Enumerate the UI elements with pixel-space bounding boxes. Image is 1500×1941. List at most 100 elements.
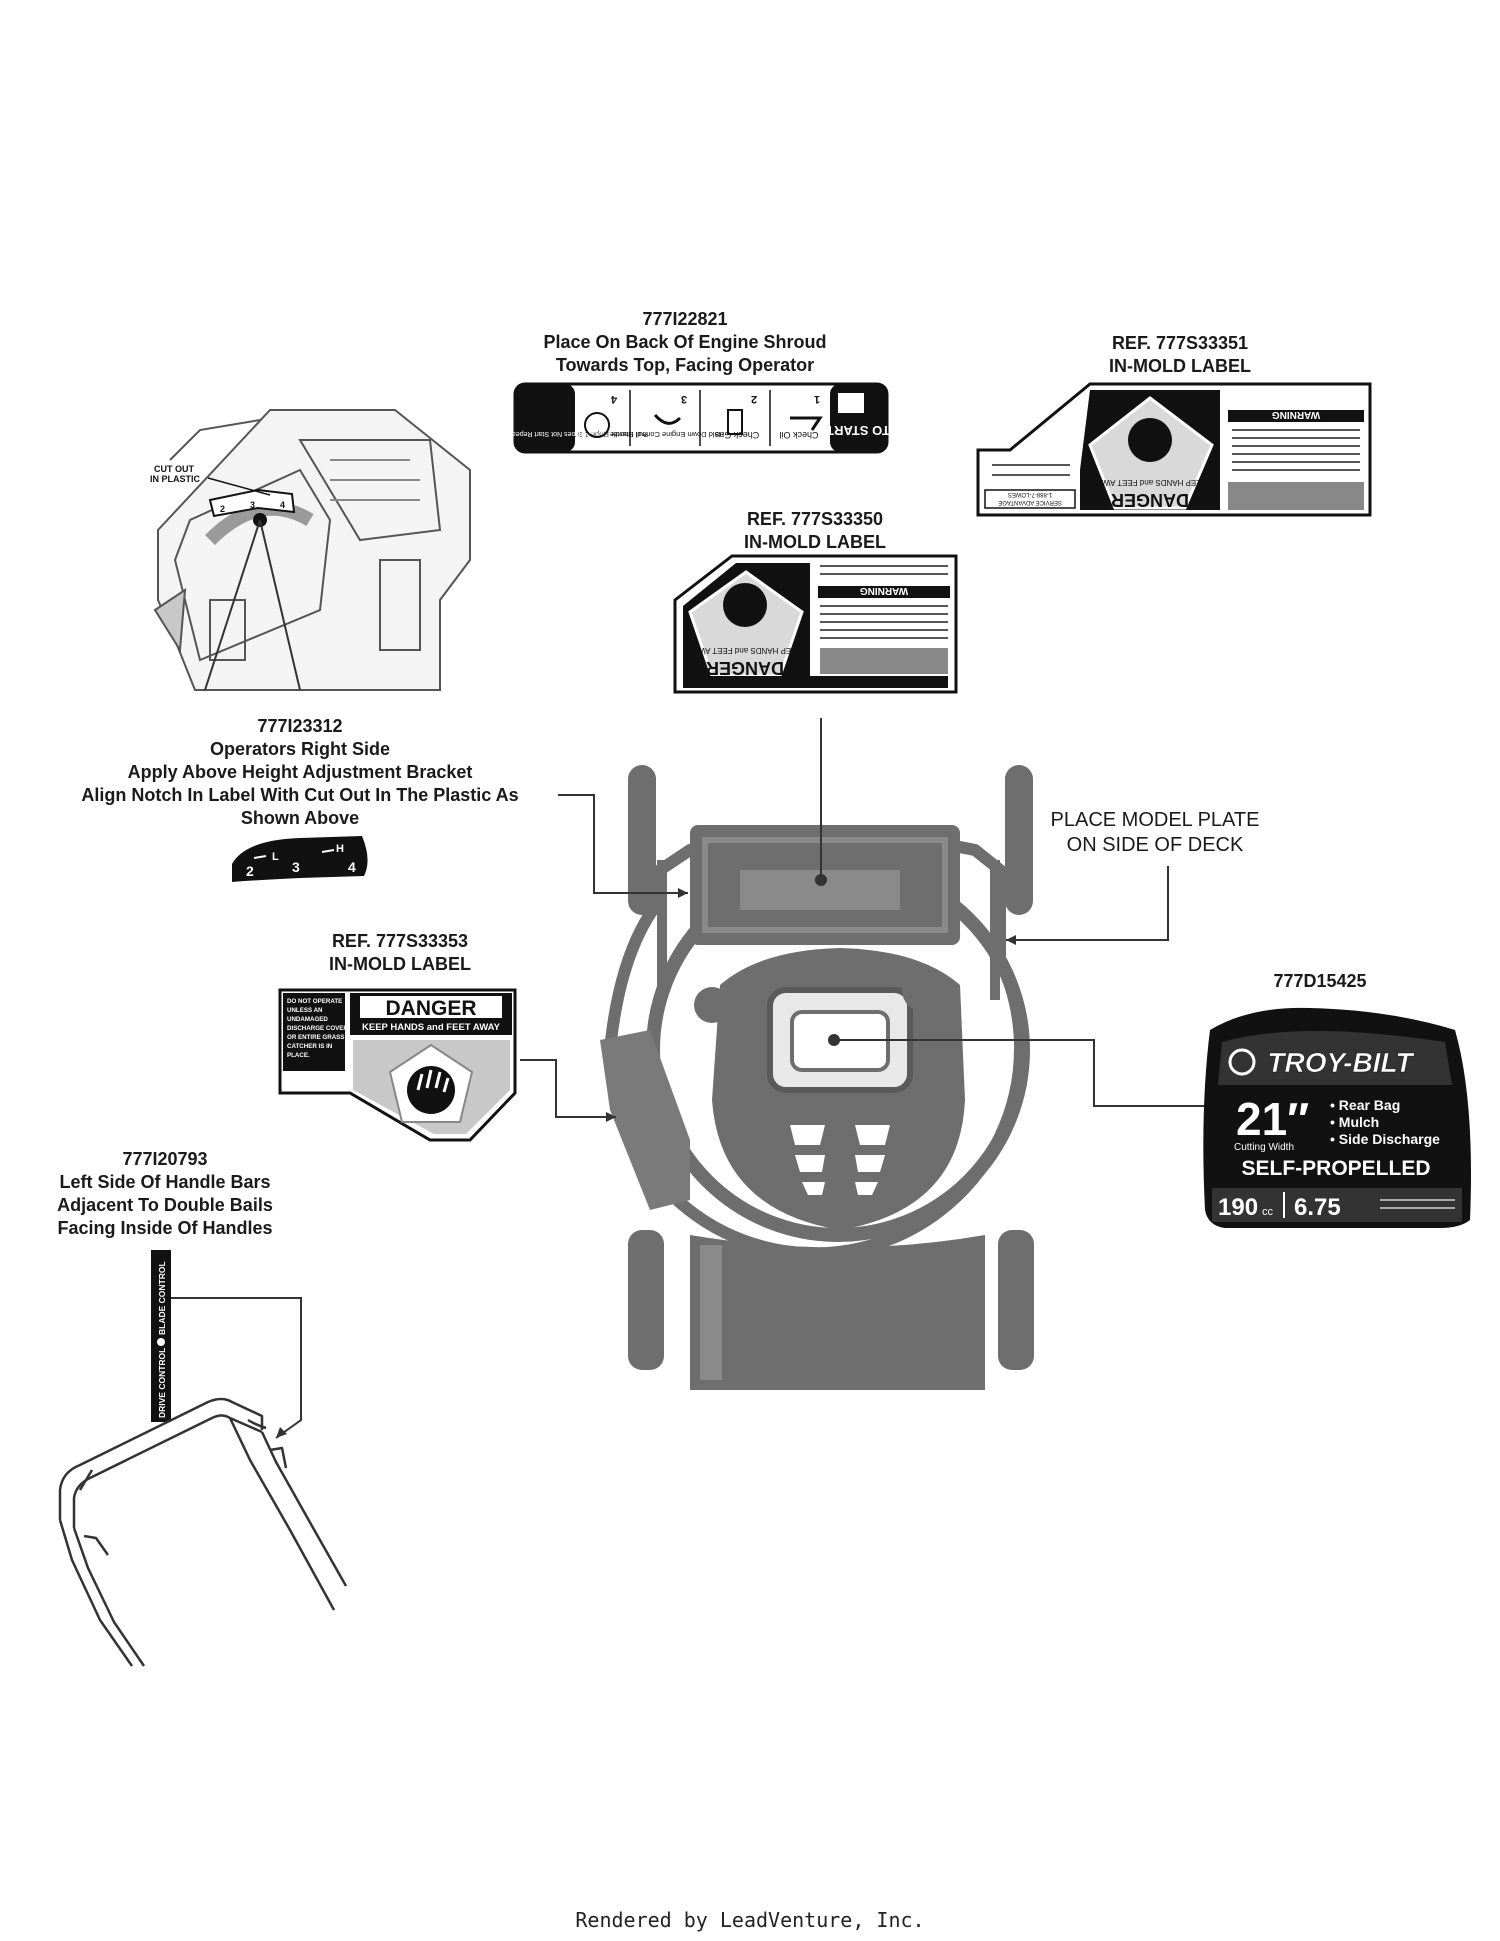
height-number: 2: [246, 863, 254, 879]
leader-line: [834, 1039, 1208, 1107]
warning-heading: WARNING: [860, 585, 909, 596]
danger-heading: DANGER: [385, 997, 476, 1020]
danger-side-text: OR ENTIRE GRASS: [287, 1034, 344, 1041]
leader-line: [520, 1059, 616, 1118]
feature-mulch: • Mulch: [1330, 1114, 1379, 1130]
cutting-size: 21″: [1236, 1093, 1309, 1145]
front-right-wheel: [1005, 765, 1033, 915]
rear-left-wheel: [628, 1230, 664, 1370]
start-step-4: Hold Down Engine Control Handle: [610, 430, 724, 439]
step-number: 1: [814, 393, 820, 405]
height-adjust-caption: 777I23312 Operators Right Side Apply Abo…: [60, 715, 540, 830]
brand-logo-icon: [1228, 1048, 1256, 1076]
label-33350-caption: REF. 777S33350 IN-MOLD LABEL: [715, 508, 915, 554]
danger-subheading: KEEP HANDS and FEET AWAY: [1093, 478, 1207, 487]
bracket-height-scale: 2 3 4: [204, 488, 301, 691]
cutout-note: IN PLASTIC: [150, 474, 201, 484]
caption-line: Shown Above: [240, 808, 360, 828]
cutout-note: CUT OUT: [154, 464, 194, 474]
in-mold-label-33353: DO NOT OPERATE UNLESS AN UNDAMAGED DISCH…: [278, 988, 517, 1142]
caption-line: IN-MOLD LABEL: [744, 532, 886, 552]
drive-control-label: DRIVE CONTROL: [157, 1348, 167, 1418]
start-step-2: Check Oil: [779, 430, 818, 440]
label-33351-caption: REF. 777S33351 IN-MOLD LABEL: [1080, 332, 1280, 378]
arrowhead: [678, 888, 688, 898]
start-step-6: If Engine Does Not Start Repeat Steps 3-…: [478, 430, 610, 437]
brand-name: TROY-BILT: [1267, 1047, 1415, 1078]
rear-right-wheel: [998, 1230, 1034, 1370]
leader-dot: [828, 1034, 840, 1046]
part-number: 777D15425: [1273, 971, 1367, 991]
danger-side-text: UNDAMAGED: [287, 1016, 328, 1023]
height-number: 4: [348, 859, 356, 875]
caption-line: Adjacent To Double Bails: [57, 1195, 273, 1215]
caption-line: Facing Inside Of Handles: [57, 1218, 273, 1238]
blade-control-label: BLADE CONTROL: [157, 1261, 167, 1335]
feature-side-discharge: • Side Discharge: [1330, 1131, 1440, 1147]
leader-line: [168, 1297, 302, 1439]
displacement-unit: cc: [1262, 1206, 1274, 1218]
danger-subheading: KEEP HANDS and FEET AWAY: [688, 646, 802, 655]
part-number: REF. 777S33353: [331, 931, 469, 951]
in-mold-label-33351: DANGER KEEP HANDS and FEET AWAY WARNING …: [976, 382, 1372, 517]
caption-line: Operators Right Side: [209, 739, 391, 759]
caption-line: IN-MOLD LABEL: [1109, 356, 1251, 376]
part-number: 777I23312: [257, 716, 343, 736]
caption-line: Place On Back Of Engine Shroud: [543, 332, 827, 352]
handle-bars-caption: 777I20793 Left Side Of Handle Bars Adjac…: [30, 1148, 300, 1240]
height-high: H: [336, 843, 344, 855]
danger-side-text: DISCHARGE COVER: [287, 1025, 348, 1032]
service-text: SERVICE ADVANTAGE: [998, 499, 1062, 505]
scale-number: 4: [280, 500, 285, 510]
label-33353-caption: REF. 777S33353 IN-MOLD LABEL: [300, 930, 500, 976]
caption-line: Apply Above Height Adjustment Bracket: [127, 762, 473, 782]
mower-top-view: [600, 765, 1034, 1390]
leader-line: [1006, 866, 1169, 941]
model-plate-caption: PLACE MODEL PLATE ON SIDE OF DECK: [1035, 808, 1275, 858]
service-phone: 1-888-7-LOWES: [1008, 491, 1052, 497]
arrowhead: [276, 1427, 287, 1438]
caption-line: IN-MOLD LABEL: [329, 954, 471, 974]
side-discharge-chute: [600, 1030, 690, 1210]
rope-icon: [584, 412, 610, 438]
torque-rating: 6.75: [1294, 1194, 1341, 1221]
handle-control-decal: BLADE CONTROL DRIVE CONTROL: [151, 1250, 171, 1422]
caption-line: PLACE MODEL PLATE: [1050, 809, 1260, 831]
danger-subheading: KEEP HANDS and FEET AWAY: [362, 1022, 501, 1033]
leader-dot: [815, 874, 827, 886]
danger-side-text: CATCHER IS IN: [287, 1043, 333, 1050]
hand-hazard-icon: [1128, 418, 1172, 462]
danger-side-text: DO NOT OPERATE: [287, 998, 342, 1005]
leader-lines: [168, 718, 1208, 1439]
part-number: REF. 777S33350: [746, 509, 884, 529]
footer-credit: Rendered by LeadVenture, Inc.: [575, 1908, 925, 1932]
height-low: L: [272, 851, 279, 863]
hand-hazard-icon: [407, 1066, 455, 1114]
front-left-wheel: [628, 765, 656, 915]
step-number: 3: [681, 393, 687, 405]
in-mold-label-33350: DANGER KEEP HANDS and FEET AWAY WARNING: [673, 554, 958, 694]
danger-heading: DANGER: [706, 658, 784, 678]
height-number: 3: [292, 859, 300, 875]
drive-type: SELF-PROPELLED: [1241, 1157, 1430, 1180]
height-adjust-bracket: [153, 409, 471, 691]
gas-icon: [727, 409, 743, 435]
part-number: 777I20793: [122, 1149, 208, 1169]
start-decal: TO START Check Oil Check Gas Hold Down E…: [478, 382, 890, 454]
part-number: REF. 777S33351: [1111, 333, 1249, 353]
scale-number: 3: [250, 500, 255, 510]
part-number: 777I22821: [642, 309, 728, 329]
handle-icon: [653, 413, 682, 425]
step-number: 4: [610, 393, 617, 405]
danger-heading: DANGER: [1111, 490, 1189, 510]
step-number: 2: [751, 393, 757, 405]
feature-rear-bag: • Rear Bag: [1330, 1097, 1400, 1113]
arrowhead: [1006, 935, 1016, 945]
caption-line: Align Notch In Label With Cut Out In The…: [81, 785, 519, 805]
hand-hazard-icon: [723, 583, 767, 627]
engine-displacement: 190: [1218, 1194, 1258, 1221]
danger-side-text: PLACE.: [287, 1052, 310, 1059]
warning-heading: WARNING: [1272, 409, 1321, 420]
danger-side-text: UNLESS AN: [287, 1007, 323, 1014]
